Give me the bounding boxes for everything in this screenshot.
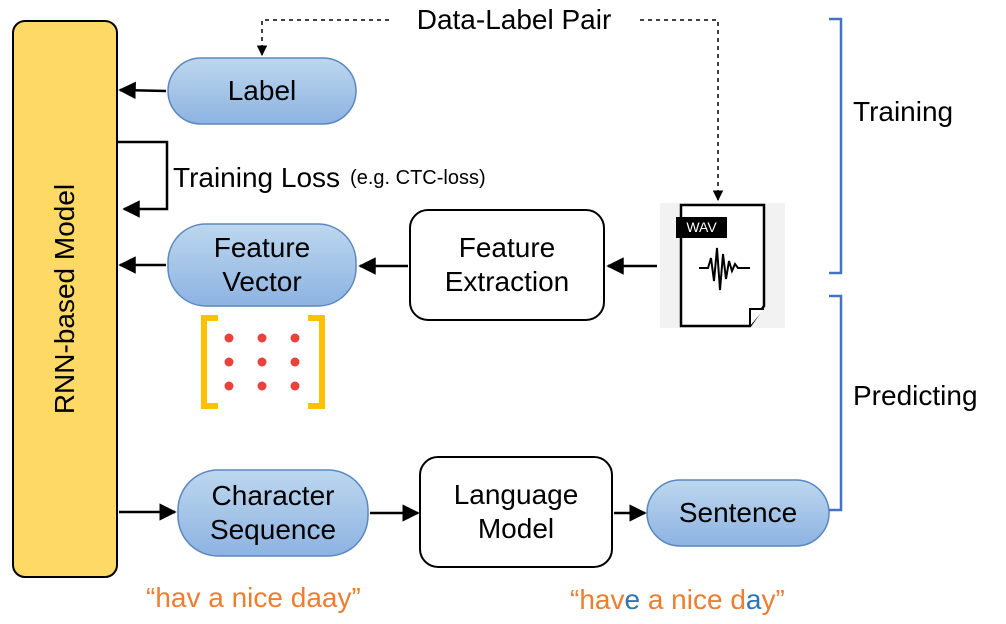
training-bracket bbox=[829, 17, 843, 275]
language-model-box bbox=[419, 456, 613, 568]
rnn-model-box bbox=[12, 20, 118, 578]
predicting-bracket bbox=[829, 294, 843, 512]
training-loss-loop bbox=[117, 140, 169, 218]
sentence-node bbox=[646, 479, 830, 547]
character-sequence-node bbox=[177, 469, 369, 557]
arrow-label-to-model bbox=[118, 81, 167, 100]
feature-matrix-icon bbox=[201, 315, 325, 409]
feature-extraction-box bbox=[409, 209, 605, 321]
data-label-pair-connector-right bbox=[640, 19, 724, 202]
data-label-pair-connector bbox=[256, 19, 389, 57]
label-node bbox=[167, 57, 357, 125]
wav-file-icon bbox=[660, 203, 785, 328]
feature-vector-node bbox=[167, 223, 357, 307]
